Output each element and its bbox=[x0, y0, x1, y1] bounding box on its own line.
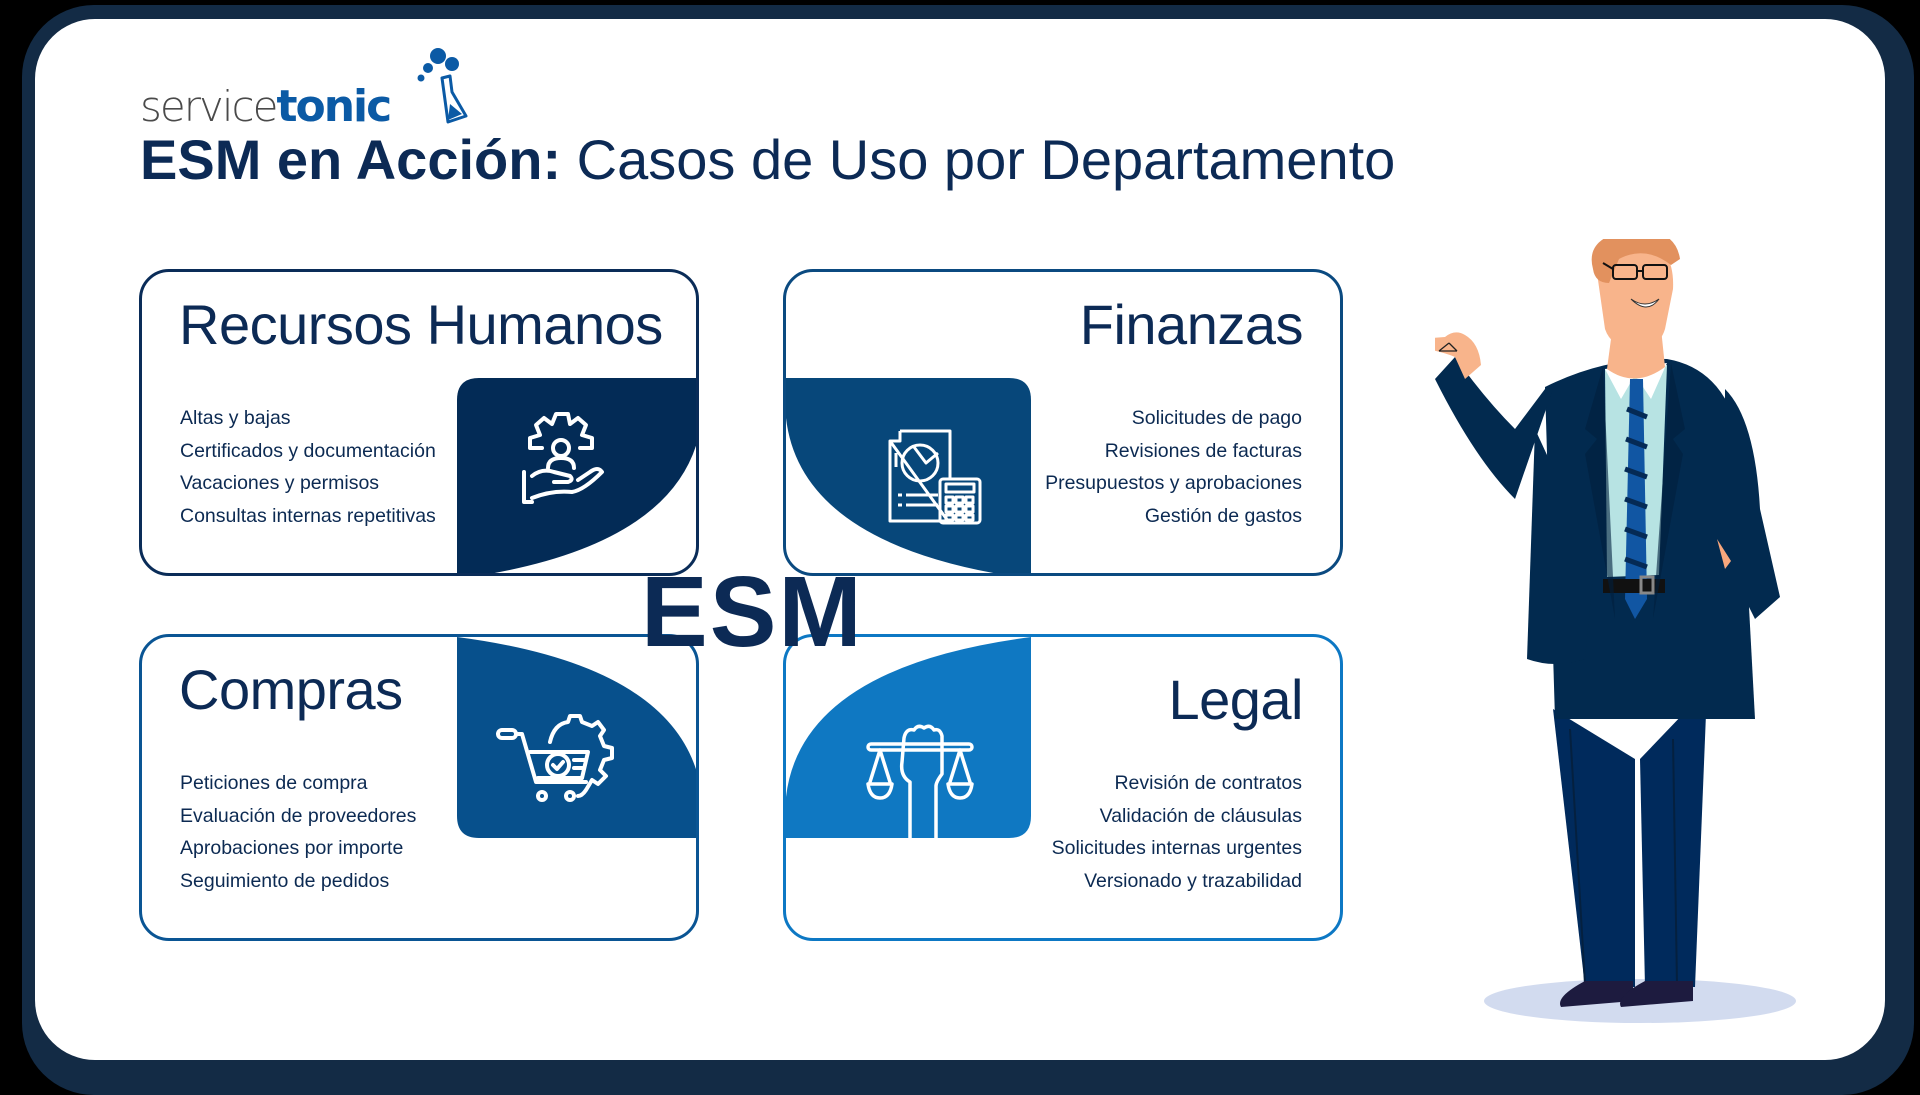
list-item: Peticiones de compra bbox=[180, 772, 368, 794]
list-item: Solicitudes de pago bbox=[1131, 407, 1302, 429]
list-item: Certificados y documentación bbox=[180, 439, 436, 462]
card-title: Legal bbox=[1168, 668, 1303, 731]
finance-use-case-list: Solicitudes de pago Revisiones de factur… bbox=[1045, 402, 1302, 532]
card-title: Finanzas bbox=[1079, 293, 1304, 356]
legal-use-case-list: Revisión de contratos Validación de cláu… bbox=[1052, 767, 1302, 897]
logo-wordmark: servicetonic bbox=[140, 81, 392, 132]
list-item: Evaluación de proveedores bbox=[180, 804, 417, 827]
card-legal: Legal Revisión de contratos Validación d… bbox=[783, 634, 1343, 941]
flask-bubbles-icon bbox=[417, 48, 468, 124]
list-item: Presupuestos y aprobaciones bbox=[1045, 472, 1302, 494]
list-item: Vacaciones y permisos bbox=[180, 472, 380, 494]
center-esm-label: ESM bbox=[641, 556, 864, 668]
purchasing-use-case-list: Peticiones de compra Evaluación de prove… bbox=[180, 767, 416, 897]
list-item: Versionado y trazabilidad bbox=[1084, 869, 1302, 892]
hr-use-case-list: Altas y bajas Certificados y documentaci… bbox=[180, 402, 436, 532]
card-title: Compras bbox=[179, 658, 403, 721]
card-finanzas: Finanzas Solicitudes de pago Revisiones … bbox=[783, 269, 1343, 576]
list-item: Revisión de contratos bbox=[1114, 772, 1302, 794]
presenter-businessman-illustration bbox=[1435, 239, 1796, 1023]
purchasing-accent-shape bbox=[457, 637, 696, 838]
list-item: Revisiones de facturas bbox=[1104, 439, 1302, 462]
logo-word-service: service bbox=[140, 82, 278, 131]
card-recursos-humanos: Recursos Humanos Altas y bajas Certifica… bbox=[139, 269, 699, 576]
gear-person-hand-icon bbox=[522, 412, 604, 504]
list-item: Seguimiento de pedidos bbox=[180, 869, 390, 892]
title-bold: ESM en Acción: bbox=[140, 128, 562, 191]
list-item: Altas y bajas bbox=[180, 407, 291, 429]
list-item: Gestión de gastos bbox=[1144, 504, 1302, 527]
page-title: ESM en Acción: Casos de Uso por Departam… bbox=[140, 127, 1395, 192]
cart-gear-icon bbox=[496, 714, 614, 802]
hr-accent-shape bbox=[457, 378, 696, 573]
card-title: Recursos Humanos bbox=[179, 293, 663, 356]
logo-word-tonic: tonic bbox=[276, 81, 392, 132]
scales-fist-icon bbox=[866, 724, 974, 840]
list-item: Aprobaciones por importe bbox=[180, 837, 404, 859]
list-item: Consultas internas repetitivas bbox=[180, 504, 436, 527]
infographic-canvas: servicetonic ESM en Acción: Casos de Uso… bbox=[35, 19, 1885, 1060]
report-calculator-icon bbox=[888, 429, 982, 525]
card-compras: Compras Peticiones de compra Evaluación … bbox=[139, 634, 699, 941]
list-item: Validación de cláusulas bbox=[1099, 804, 1302, 827]
servicetonic-logo: servicetonic bbox=[140, 44, 480, 134]
title-regular: Casos de Uso por Departamento bbox=[561, 128, 1396, 191]
list-item: Solicitudes internas urgentes bbox=[1051, 837, 1302, 859]
